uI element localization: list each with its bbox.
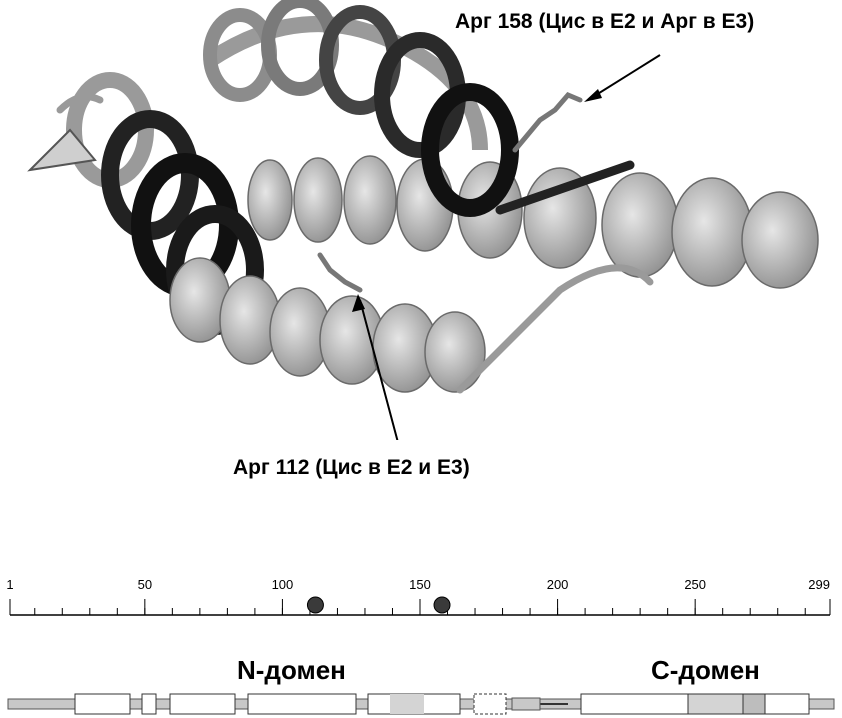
domain-architecture-bar <box>0 692 842 716</box>
c-terminal-helix <box>248 156 818 288</box>
arg112-annotation: Арг 112 (Цис в Е2 и Е3) <box>233 456 470 480</box>
helix-block <box>142 694 156 714</box>
ruler-tick-label: 50 <box>138 577 152 592</box>
arg158-sidechain <box>515 95 580 150</box>
lower-helix <box>170 258 485 392</box>
c-domain-label: С-домен <box>651 655 760 686</box>
shaded-region <box>743 694 765 714</box>
dashed-block <box>474 694 506 714</box>
helix-block <box>170 694 235 714</box>
shaded-region <box>688 694 743 714</box>
ruler-tick-label: 299 <box>808 577 830 592</box>
helix-block <box>75 694 130 714</box>
ruler-tick-label: 250 <box>684 577 706 592</box>
protein-structure-image <box>0 0 842 440</box>
residue-marker <box>307 597 323 613</box>
ruler-tick-label: 1 <box>6 577 13 592</box>
residue-marker <box>434 597 450 613</box>
ruler-tick-label: 100 <box>272 577 294 592</box>
arg112-sidechain <box>320 255 360 290</box>
helix-block <box>248 694 356 714</box>
ruler-tick-label: 150 <box>409 577 431 592</box>
arg158-arrowhead <box>584 89 602 102</box>
arg158-annotation: Арг 158 (Цис в Е2 и Арг в Е3) <box>455 10 754 34</box>
backbone-gap <box>512 698 540 710</box>
shaded-region <box>390 694 424 714</box>
ruler-tick-label: 200 <box>547 577 569 592</box>
n-domain-label: N-домен <box>237 655 346 686</box>
